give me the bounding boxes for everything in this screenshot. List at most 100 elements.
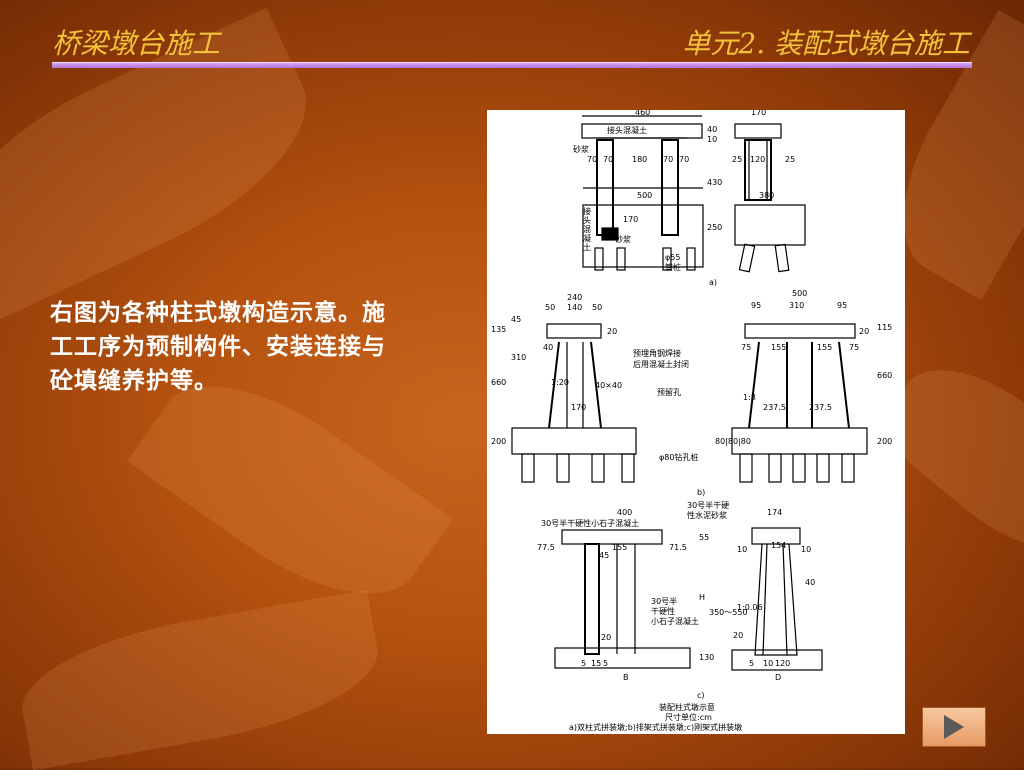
dim-label: 310 xyxy=(511,353,526,362)
dim-label: 155 xyxy=(817,343,832,352)
note-mortar: 性水泥砂浆 xyxy=(687,510,727,520)
dim-label: 75 xyxy=(849,343,859,352)
pier-diagram-svg: 460 170 接头混凝土 砂浆 70 70 180 70 70 25 120 … xyxy=(491,110,892,732)
label-joint-vertical: 接 xyxy=(583,206,591,216)
dim-label: 70 xyxy=(587,155,597,164)
figure-unit: 尺寸单位:cm xyxy=(665,712,712,722)
dim-label: 50 xyxy=(592,303,602,312)
dim-label: 5 xyxy=(603,659,608,668)
dim-label: 77.5 xyxy=(537,543,555,552)
dim-label: 1:0.06 xyxy=(737,603,763,612)
dim-label: 50 xyxy=(545,303,555,312)
background-leaf xyxy=(12,589,388,770)
dim-label: 170 xyxy=(571,403,586,412)
dim-label: 180 xyxy=(632,155,647,164)
dim-label: 155 xyxy=(771,343,786,352)
dim-label: 20 xyxy=(859,327,869,336)
dim-label: 430 xyxy=(707,178,722,187)
play-triangle-icon xyxy=(944,715,964,739)
dim-label: H xyxy=(699,593,705,602)
dim-label: 70 xyxy=(679,155,689,164)
label-mortar: 砂浆 xyxy=(615,234,631,244)
dim-label: 660 xyxy=(877,371,892,380)
dim-label: 660 xyxy=(491,378,506,387)
dim-label: 40 xyxy=(707,125,717,134)
dim-label: 10 xyxy=(801,545,811,554)
dim-label: 10 xyxy=(707,135,717,144)
label-mortar: 砂浆 xyxy=(573,144,589,154)
dim-label: 71.5 xyxy=(669,543,687,552)
dim-label: 170 xyxy=(623,215,638,224)
dim-label: 10 xyxy=(737,545,747,554)
note-weld: 预埋角钢焊接 xyxy=(633,348,681,358)
dim-label: 140 xyxy=(567,303,582,312)
dim-label: D xyxy=(775,673,781,682)
note-pile: φ80钻孔桩 xyxy=(659,452,698,462)
dim-label: 75 xyxy=(741,343,751,352)
label-joint-vertical: 头 xyxy=(583,215,591,225)
dim-label: 40 xyxy=(543,343,553,352)
label-joint-vertical: 凝 xyxy=(583,233,591,243)
dim-label: 174 xyxy=(767,508,782,517)
label-joint-vertical: 混 xyxy=(583,225,591,234)
dim-label: 70 xyxy=(603,155,613,164)
dim-label: 460 xyxy=(635,110,650,117)
next-slide-button[interactable] xyxy=(922,707,986,747)
dim-label: 5 xyxy=(581,659,586,668)
dim-label: 20 xyxy=(601,633,611,642)
pier-diagram-figure: 460 170 接头混凝土 砂浆 70 70 180 70 70 25 120 … xyxy=(487,110,905,734)
note-fill: 30号半 xyxy=(651,596,677,606)
caption-c: c) xyxy=(697,691,705,700)
dim-label: 500 xyxy=(792,289,807,298)
figure-title: 装配柱式墩示意 xyxy=(659,702,715,712)
dim-label: 40 xyxy=(805,578,815,587)
dim-label: 310 xyxy=(789,301,804,310)
dim-label: 115 xyxy=(877,323,892,332)
label-pile: φ55 xyxy=(665,253,680,262)
dim-label: 154 xyxy=(771,541,786,550)
dim-label: 130 xyxy=(699,653,714,662)
unit-title: 单元2. 装配式墩台施工 xyxy=(682,27,970,60)
dim-label: 15 xyxy=(591,659,601,668)
dim-label: 380 xyxy=(759,191,774,200)
dim-label: 45 xyxy=(599,551,609,560)
label-joint-vertical: 土 xyxy=(583,242,591,252)
dim-label: 25 xyxy=(785,155,795,164)
dim-label: 1:8 xyxy=(743,393,756,402)
dim-label: 250 xyxy=(707,223,722,232)
dim-label: 55 xyxy=(699,533,709,542)
dim-label: 40×40 xyxy=(595,381,622,390)
caption-b: b) xyxy=(697,488,705,497)
dim-label: 95 xyxy=(751,301,761,310)
note-cap: 30号半干硬性小石子混凝土 xyxy=(541,518,639,528)
dim-label: 120 xyxy=(775,659,790,668)
dim-label: 240 xyxy=(567,293,582,302)
dim-label: 25 xyxy=(732,155,742,164)
course-title: 桥梁墩台施工 xyxy=(52,27,221,60)
note-seal: 后用混凝土封闭 xyxy=(633,359,689,369)
dim-label: 350～550 xyxy=(709,608,748,617)
dim-label: 135 xyxy=(491,325,506,334)
header-divider xyxy=(52,62,972,68)
label-joint-concrete: 接头混凝土 xyxy=(607,125,647,135)
dim-label: 200 xyxy=(877,437,892,446)
note-hole: 预留孔 xyxy=(657,387,681,397)
description-text: 右图为各种柱式墩构造示意。施工工序为预制构件、安装连接与砼填缝养护等。 xyxy=(50,299,386,395)
dim-label: 20 xyxy=(607,327,617,336)
dim-label: 70 xyxy=(663,155,673,164)
dim-label: 20 xyxy=(733,631,743,640)
dim-label: 45 xyxy=(511,315,521,324)
note-mortar: 30号半干硬 xyxy=(687,500,729,510)
note-fill: 小石子混凝土 xyxy=(651,616,699,626)
dim-label: 155 xyxy=(612,543,627,552)
note-fill: 干硬性 xyxy=(651,606,675,616)
dim-label: 5 xyxy=(749,659,754,668)
dim-label: B xyxy=(623,673,629,682)
dim-label: 80|80|80 xyxy=(715,437,751,446)
dim-label: 10 xyxy=(763,659,773,668)
dim-label: 1:20 xyxy=(551,378,569,387)
dim-label: 400 xyxy=(617,508,632,517)
label-pile: 管桩 xyxy=(665,262,681,272)
caption-a: a) xyxy=(709,278,717,287)
dim-label: 237.5 xyxy=(809,403,832,412)
